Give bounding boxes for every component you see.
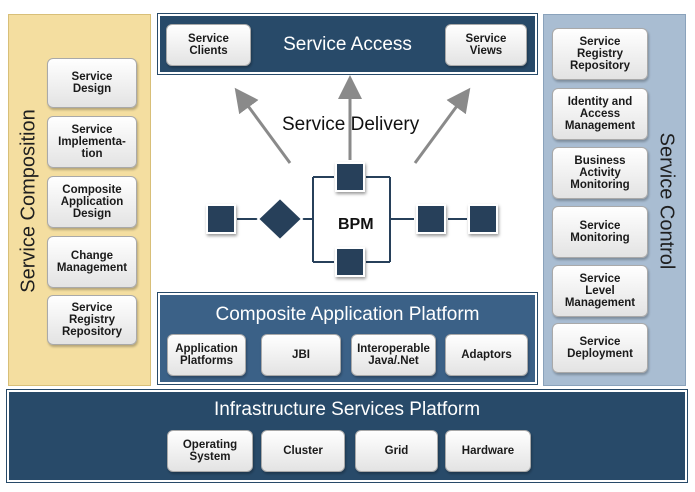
infra-card-hardware[interactable]: Hardware bbox=[445, 430, 531, 472]
control-card-business-activity-monitoring[interactable]: Business Activity Monitoring bbox=[552, 147, 648, 199]
bpm-node-start bbox=[206, 204, 236, 234]
service-views-card[interactable]: Service Views bbox=[445, 24, 527, 66]
infra-card-grid[interactable]: Grid bbox=[355, 430, 438, 472]
control-card-service-deployment[interactable]: Service Deployment bbox=[552, 323, 648, 373]
control-card-service-monitoring[interactable]: Service Monitoring bbox=[552, 206, 648, 258]
bpm-node-after bbox=[416, 204, 446, 234]
control-card-service-level-management[interactable]: Service Level Management bbox=[552, 265, 648, 317]
control-card-service-registry-repository[interactable]: Service Registry Repository bbox=[552, 28, 648, 80]
platform-card-adaptors[interactable]: Adaptors bbox=[445, 334, 528, 376]
platform-card-jbi[interactable]: JBI bbox=[261, 334, 341, 376]
bpm-node-top bbox=[335, 162, 365, 192]
control-card-identity-access-management[interactable]: Identity and Access Management bbox=[552, 88, 648, 140]
composition-card-service-design[interactable]: Service Design bbox=[47, 58, 137, 108]
composition-card-change-management[interactable]: Change Management bbox=[47, 236, 137, 288]
bpm-label: BPM bbox=[338, 216, 374, 233]
infrastructure-services-platform: Infrastructure Services Platform bbox=[6, 389, 688, 483]
arrow-up-right bbox=[413, 87, 471, 164]
infra-card-operating-system[interactable]: Operating System bbox=[167, 430, 253, 472]
bpm-decision-diamond bbox=[256, 196, 304, 242]
composition-card-service-registry-repository[interactable]: Service Registry Repository bbox=[47, 295, 137, 345]
composite-platform-title: Composite Application Platform bbox=[215, 304, 480, 325]
service-clients-card[interactable]: Service Clients bbox=[166, 24, 251, 66]
infrastructure-platform-title: Infrastructure Services Platform bbox=[213, 399, 481, 420]
platform-card-application-platforms[interactable]: Application Platforms bbox=[167, 334, 246, 376]
service-delivery-title: Service Delivery bbox=[282, 114, 420, 135]
platform-card-interoperable-java-net[interactable]: Interoperable Java/.Net bbox=[351, 334, 436, 376]
infra-card-cluster[interactable]: Cluster bbox=[261, 430, 345, 472]
bpm-node-bottom bbox=[335, 247, 365, 277]
service-composition-title: Service Composition bbox=[17, 109, 40, 293]
service-access-title: Service Access bbox=[283, 34, 412, 55]
bpm-node-end bbox=[468, 204, 498, 234]
service-control-title: Service Control bbox=[655, 132, 678, 270]
composition-card-composite-application-design[interactable]: Composite Application Design bbox=[47, 176, 137, 228]
composition-card-service-implementation[interactable]: Service Implementa- tion bbox=[47, 116, 137, 168]
